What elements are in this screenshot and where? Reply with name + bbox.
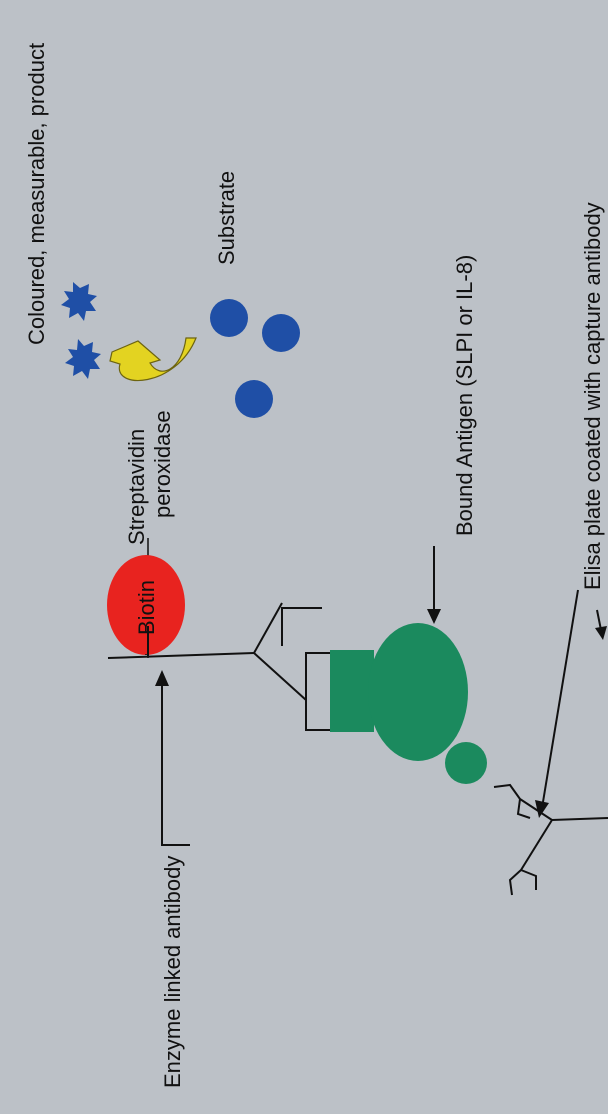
- product-star-icon: [61, 282, 97, 321]
- enzyme-label-line2: peroxidase: [150, 410, 175, 518]
- antigen-arrowhead-icon: [427, 609, 441, 624]
- substrate-molecule: [262, 314, 300, 352]
- plate-label: Elisa plate coated with capture antibody: [580, 202, 605, 590]
- plate-arrow: [542, 590, 578, 808]
- plate-arrowhead-short-icon: [595, 626, 607, 640]
- biotin-label: Biotin: [134, 580, 159, 635]
- detection-label: Enzyme linked antibody: [160, 856, 185, 1088]
- antigen-label: Bound Antigen (SLPI or IL-8): [452, 255, 477, 536]
- enzyme-label-line1: Streptavidin: [124, 429, 149, 545]
- product-star-icon: [65, 339, 101, 379]
- reaction-arrow-icon: [110, 338, 196, 380]
- plate-arrow-short: [597, 610, 601, 630]
- substrate-molecule: [235, 380, 273, 418]
- detection-arrowhead-icon: [155, 670, 169, 686]
- bound-antigen: [330, 623, 487, 784]
- substrate-label: Substrate: [214, 171, 239, 265]
- detection-arrow: [162, 684, 190, 845]
- plate-arrowhead-icon: [535, 800, 549, 818]
- capture-antibody: [494, 785, 608, 895]
- substrate-molecule: [210, 299, 248, 337]
- product-label: Coloured, measurable, product: [24, 43, 49, 345]
